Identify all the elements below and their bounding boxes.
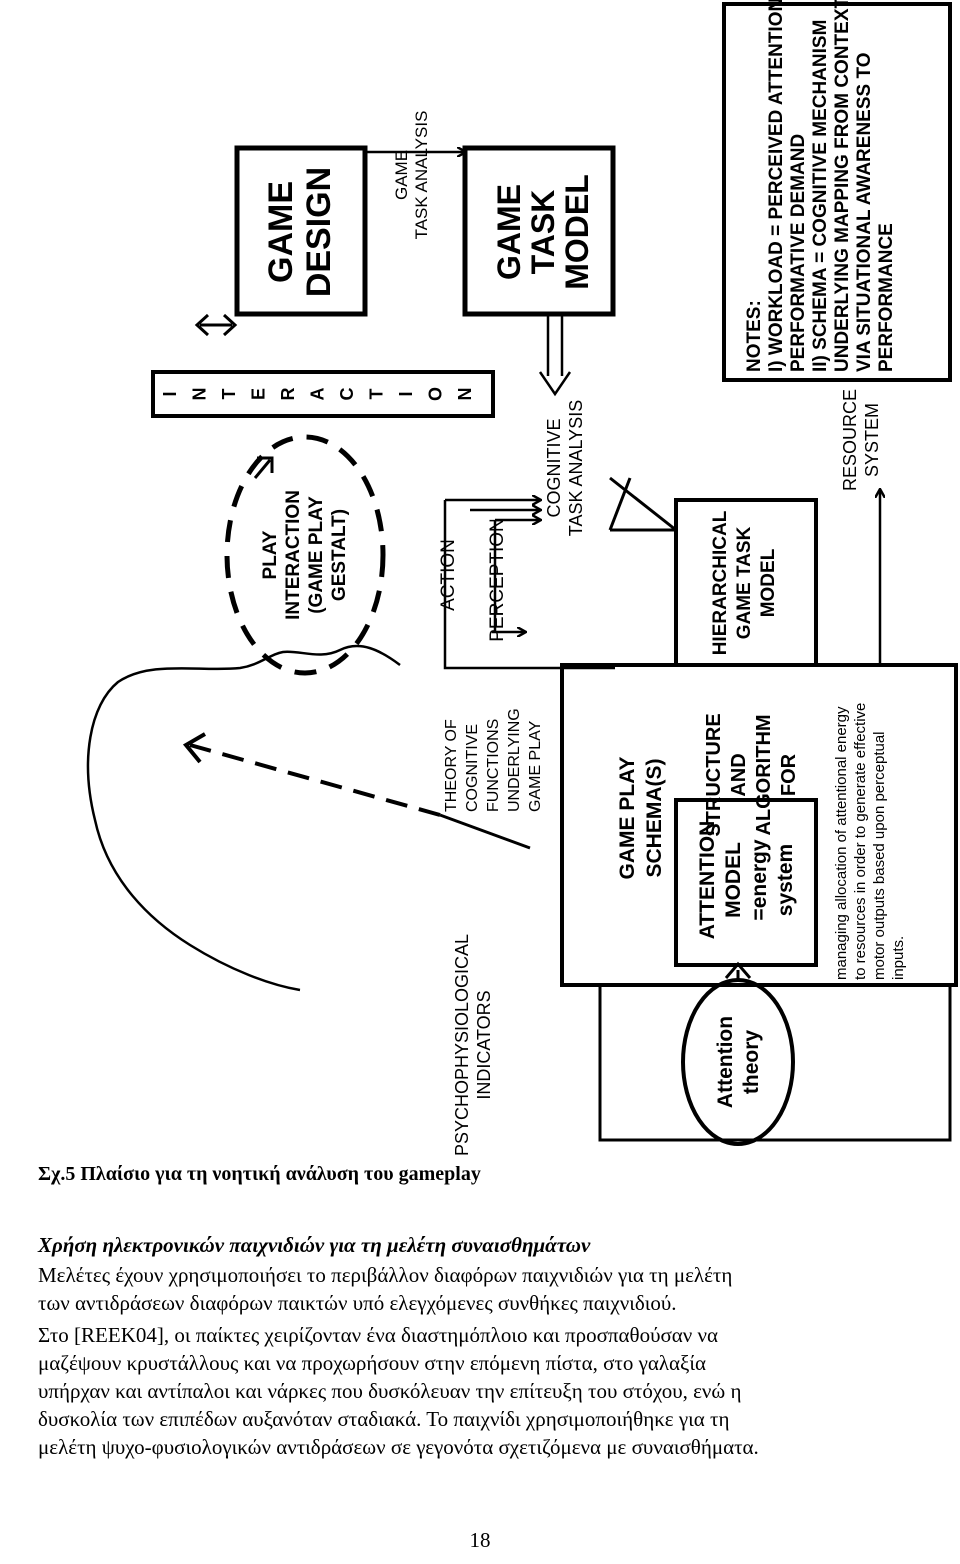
design-interaction-arrow xyxy=(194,313,238,337)
interaction-letter: E xyxy=(249,388,269,400)
attention-theory-ellipse: Attention theory xyxy=(681,961,795,1146)
theory-of-cognitive-label: THEORY OF COGNITIVE FUNCTIONS UNDERLYING… xyxy=(443,708,544,812)
game-task-analysis-line-1: GAME xyxy=(392,150,411,200)
action-perception-connectors xyxy=(443,500,615,670)
schema-label-1: GAME PLAY xyxy=(616,757,639,880)
game-design-box: GAME DESIGN xyxy=(234,145,368,317)
interaction-letter: N xyxy=(455,388,475,401)
notes-line-6: VIA SITUATIONAL AWARENESS TO xyxy=(854,52,875,372)
game-task-analysis-line-2: TASK ANALYSIS xyxy=(412,111,431,240)
notes-line-5: UNDERLYING MAPPING FROM CONTEXT xyxy=(832,0,853,372)
attention-label-3: =energy xyxy=(748,839,771,920)
play-label-3: (GAME PLAY xyxy=(306,496,327,614)
paragraph-2-line-1: Στο [REEK04], οι παίκτες χειρίζονταν ένα… xyxy=(38,1323,719,1347)
hierarchical-label-3: MODEL xyxy=(758,548,779,617)
svg-text:PERCEPTION: PERCEPTION xyxy=(487,518,508,642)
interaction-letter: O xyxy=(426,387,446,401)
interaction-letter: N xyxy=(190,388,210,401)
managing-line-2: to resources in order to generate effect… xyxy=(852,703,869,980)
play-label-4: GESTALT) xyxy=(329,509,350,601)
hierarchical-model-box: HIERARCHICAL GAME TASK MODEL xyxy=(608,476,818,667)
notes-line-2: I) WORKLOAD = PERCEIVED ATTENTIONAL/ xyxy=(766,0,787,372)
theory-line-4: UNDERLYING xyxy=(506,708,523,812)
game-task-model-label-3: MODEL xyxy=(559,174,595,290)
notes-line-4: II) SCHEMA = COGNITIVE MECHANISM xyxy=(810,20,831,372)
paragraph-2-line-4: δυσκολία των επιπέδων αυξανόταν σταδιακά… xyxy=(38,1407,730,1431)
attention-label-4: system xyxy=(774,844,797,916)
game-task-model-label-1: GAME xyxy=(491,184,527,280)
schema-label-2: SCHEMA(S) xyxy=(643,759,666,878)
resource-system: RESOURCE SYSTEM xyxy=(840,389,882,665)
game-design-label-2: DESIGN xyxy=(300,167,338,297)
cognitive-task-analysis-label: COGNITIVE TASK ANALYSIS xyxy=(544,400,586,536)
attention-label-1: ATTENTION xyxy=(696,821,719,940)
structure-line-4: FOR xyxy=(778,753,800,796)
resource-line-1: RESOURCE xyxy=(840,389,860,491)
cognitive-task-analysis-line-2: TASK ANALYSIS xyxy=(566,400,586,536)
section-title: Χρήση ηλεκτρονικών παιχνιδιών για τη μελ… xyxy=(38,1233,591,1257)
head-outline xyxy=(86,644,531,992)
paragraph-2-line-3: υπήρχαν και αντίπαλοι και νάρκες που δυσ… xyxy=(38,1379,742,1403)
paragraph-1-line-2: των αντιδράσεων διαφόρων παικτών υπό ελε… xyxy=(38,1291,677,1315)
structure-line-1: STRUCTURE xyxy=(703,713,725,836)
structure-line-2: AND xyxy=(728,753,750,796)
svg-text:ACTION: ACTION xyxy=(438,539,459,611)
interaction-letter: R xyxy=(278,388,298,401)
interaction-letter: I xyxy=(160,391,180,396)
managing-allocation-text: managing allocation of attentional energ… xyxy=(833,703,907,980)
interaction-letter: T xyxy=(219,389,239,400)
attention-theory-line-2: theory xyxy=(740,1030,763,1095)
game-design-label-1: GAME xyxy=(262,181,300,283)
theory-line-5: GAME PLAY xyxy=(527,720,544,812)
psychophysiological-label: PSYCHOPHYSIOLOGICAL INDICATORS xyxy=(452,934,494,1156)
notes-line-1: NOTES: xyxy=(744,300,765,372)
interaction-letter: C xyxy=(337,388,357,401)
notes-line-7: PERFORMANCE xyxy=(876,223,897,372)
theory-line-3: FUNCTIONS xyxy=(485,719,502,812)
paragraph-1-line-1: Μελέτες έχουν χρησιμοποιήσει το περιβάλλ… xyxy=(38,1263,733,1287)
attention-theory-line-1: Attention xyxy=(714,1016,737,1108)
cognitive-task-analysis-line-1: COGNITIVE xyxy=(544,418,564,517)
action-label: ACTION xyxy=(438,539,459,611)
paragraph-2-line-2: μαζέψουν κρυστάλλους και να προχωρήσουν … xyxy=(38,1351,707,1375)
play-interaction-ellipse: PLAY INTERACTION (GAME PLAY GESTALT) xyxy=(224,434,386,676)
managing-line-4: inputs. xyxy=(890,936,907,980)
theory-line-1: THEORY OF xyxy=(443,719,460,812)
psycho-line-1: PSYCHOPHYSIOLOGICAL xyxy=(452,934,472,1156)
page-number: 18 xyxy=(469,1528,491,1552)
attention-label-2: MODEL xyxy=(722,842,745,918)
structure-algorithm-label: STRUCTURE AND ALGORITHM FOR xyxy=(703,713,800,836)
play-label-2: INTERACTION xyxy=(283,490,304,620)
game-task-model-box: GAME TASK MODEL xyxy=(462,145,616,317)
perception-label: PERCEPTION xyxy=(487,518,508,642)
hierarchical-label-2: GAME TASK xyxy=(734,526,755,639)
figure-caption: Σχ.5 Πλαίσιο για τη νοητική ανάλυση του … xyxy=(38,1163,481,1185)
notes-line-3: PERFORMATIVE DEMAND xyxy=(788,134,809,372)
structure-line-3: ALGORITHM xyxy=(753,714,775,835)
interaction-letter: I xyxy=(396,391,416,396)
resource-line-2: SYSTEM xyxy=(862,403,882,477)
notes-box: NOTES: I) WORKLOAD = PERCEIVED ATTENTION… xyxy=(722,0,952,382)
attention-model-box: ATTENTION MODEL =energy system xyxy=(674,798,818,967)
managing-line-3: motor outputs based upon perceptual xyxy=(871,731,888,980)
game-task-model-label-2: TASK xyxy=(525,190,561,275)
interaction-letter: T xyxy=(367,389,387,400)
model-to-analysis-arrow xyxy=(538,316,572,397)
hierarchical-label-1: HIERARCHICAL xyxy=(710,510,731,655)
psycho-line-2: INDICATORS xyxy=(474,990,494,1099)
managing-line-1: managing allocation of attentional energ… xyxy=(833,706,850,980)
interaction-letter: A xyxy=(308,388,328,401)
paragraph-2-line-5: μελέτη ψυχο-φυσιολογικών αντιδράσεων σε … xyxy=(38,1435,759,1459)
play-label-1: PLAY xyxy=(260,530,281,579)
game-task-analysis-label: GAME TASK ANALYSIS xyxy=(392,111,431,240)
schema-left-connector xyxy=(598,985,952,1142)
theory-line-2: COGNITIVE xyxy=(464,724,481,812)
gameplay-framework-diagram: GAME DESIGN GAME TASK ANALYSIS GAME TASK… xyxy=(86,0,958,1156)
